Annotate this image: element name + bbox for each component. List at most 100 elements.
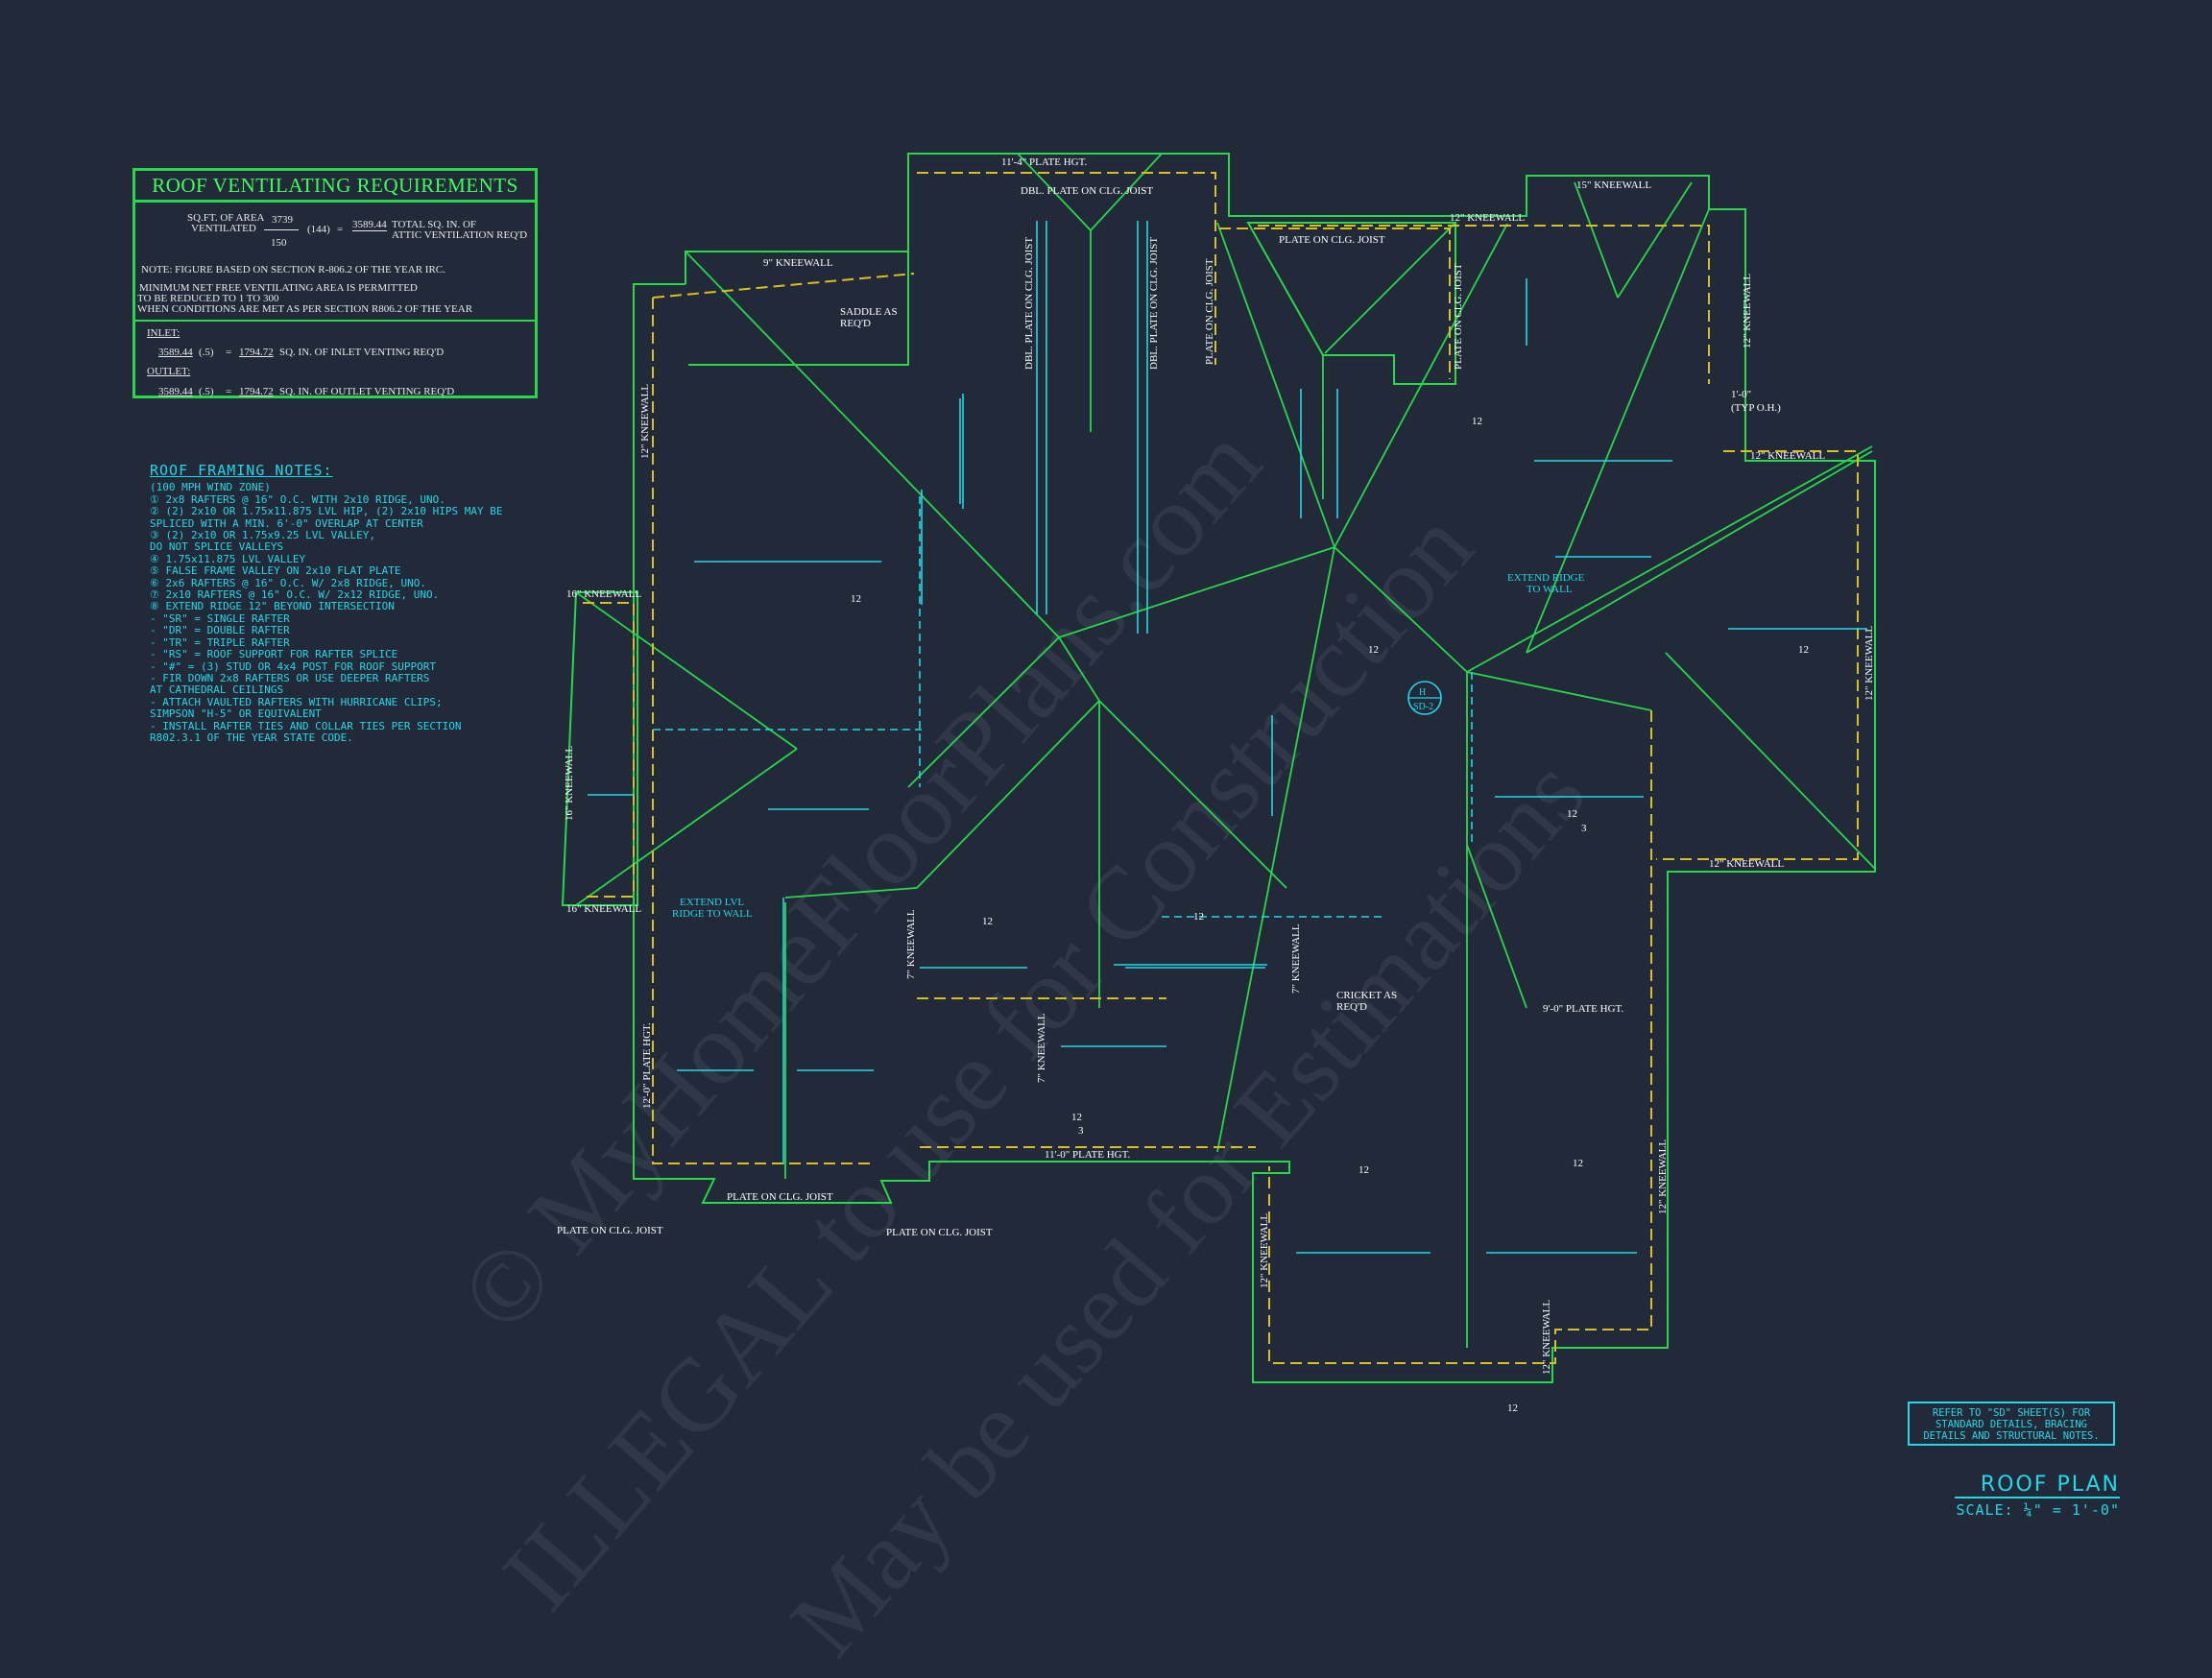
kneewall-label-vertical: 12" KNEEWALL xyxy=(1863,626,1875,701)
note-line: R802.3.1 OF THE YEAR STATE CODE. xyxy=(150,731,353,744)
outlet-label: OUTLET: xyxy=(147,366,191,377)
note-line: ⑥ 2x6 RAFTERS @ 16" O.C. W/ 2x8 RIDGE, U… xyxy=(150,576,427,589)
dbl-plate-label: DBL. PLATE ON CLG. JOIST xyxy=(1021,185,1153,197)
outlet-equals: = xyxy=(226,386,232,397)
rafter-direction-arrows xyxy=(588,278,1867,1254)
detail-tag: H SD-2 xyxy=(1407,681,1442,715)
ventilating-requirements-box: ROOF VENTILATING REQUIREMENTS SQ.FT. OF … xyxy=(132,168,538,398)
plate-label-vertical: 12'-0" PLATE HGT. xyxy=(641,1022,653,1109)
plate-hgt-label: 9'-0" PLATE HGT. xyxy=(1543,1003,1623,1015)
sheet-scale: SCALE: ¼" = 1'-0" xyxy=(1956,1501,2120,1519)
reference-note: REFER TO "SD" SHEET(S) FOR STANDARD DETA… xyxy=(1908,1402,2115,1446)
structural-members xyxy=(653,221,1651,1164)
dbl-plate-vertical: DBL. PLATE ON CLG. JOIST xyxy=(1148,237,1160,370)
saddle-label: SADDLE AS xyxy=(840,306,898,318)
note-line: ③ (2) 2x10 OR 1.75x9.25 LVL VALLEY, xyxy=(150,529,376,542)
detail-tag-bottom: SD-2 xyxy=(1413,702,1433,712)
vent-total-label: TOTAL SQ. IN. OF xyxy=(392,219,477,230)
vent-equals: = xyxy=(337,224,344,235)
pitch-run: 12 xyxy=(1193,911,1204,923)
plate-clg-vertical: PLATE ON CLG. JOIST xyxy=(1453,263,1464,370)
plate-clg-vertical: PLATE ON CLG. JOIST xyxy=(1204,258,1215,365)
pitch-run: 12 xyxy=(1358,1164,1369,1176)
plate-hgt-label: 11'-0" PLATE HGT. xyxy=(1045,1149,1131,1161)
inlet-result: 1794.72 xyxy=(239,347,274,358)
kneewall-label-vertical: 7" KNEEWALL xyxy=(1290,923,1302,994)
vent-divider xyxy=(135,320,535,322)
pitch-run: 12 xyxy=(1567,808,1577,820)
inlet-value: 3589.44 xyxy=(158,347,193,358)
inlet-equals: = xyxy=(226,347,232,358)
inlet-text: SQ. IN. OF INLET VENTING REQ'D xyxy=(279,347,445,358)
note-line: - "TR" = TRIPLE RAFTER xyxy=(150,635,290,649)
inlet-label: INLET: xyxy=(147,327,180,339)
kneewall-labels: 11'-4" PLATE HGT. DBL. PLATE ON CLG. JOI… xyxy=(557,156,1875,1375)
plate-hgt-label: 11'-4" PLATE HGT. xyxy=(1001,156,1088,168)
inlet-factor: (.5) xyxy=(199,347,214,358)
reference-note-line: DETAILS AND STRUCTURAL NOTES. xyxy=(1923,1430,2100,1442)
kneewall-label-vertical: 12" KNEEWALL xyxy=(1742,274,1753,348)
pitch-run: 12 xyxy=(1507,1402,1518,1414)
note-line: - ATTACH VAULTED RAFTERS WITH HURRICANE … xyxy=(150,695,443,708)
vent-ventilated-label: VENTILATED xyxy=(191,223,256,234)
note-line: ⑦ 2x10 RAFTERS @ 16" O.C. W/ 2x12 RIDGE,… xyxy=(150,588,440,602)
kneewall-label: 16" KNEEWALL xyxy=(566,588,641,600)
outlet-result: 1794.72 xyxy=(239,386,274,397)
note-line: ⑤ FALSE FRAME VALLEY ON 2x10 FLAT PLATE xyxy=(150,564,401,578)
outlet-factor: (.5) xyxy=(199,386,214,397)
note-line: DO NOT SPLICE VALLEYS xyxy=(150,540,284,554)
note-line: - "#" = (3) STUD OR 4x4 POST FOR ROOF SU… xyxy=(150,659,437,673)
to-wall-label: TO WALL xyxy=(1527,584,1573,595)
pitch-run: 12 xyxy=(851,593,861,605)
kneewall-label-vertical: 7" KNEEWALL xyxy=(905,909,917,979)
plate-clg-label: PLATE ON CLG. JOIST xyxy=(557,1225,663,1236)
kneewall-label: 15" KNEEWALL xyxy=(1576,180,1651,191)
kneewall-label-vertical: 12" KNEEWALL xyxy=(639,384,651,459)
plate-clg-label: PLATE ON CLG. JOIST xyxy=(1279,234,1385,246)
kneewall-label: 12" KNEEWALL xyxy=(1750,450,1825,462)
kneewall-label-vertical: 12" KNEEWALL xyxy=(1259,1213,1270,1288)
pitch-run: 12 xyxy=(1368,644,1379,656)
kneewall-label-vertical: 16" KNEEWALL xyxy=(564,746,575,821)
vent-note-1: NOTE: FIGURE BASED ON SECTION R-806.2 OF… xyxy=(141,264,445,276)
reference-note-line: REFER TO "SD" SHEET(S) FOR xyxy=(1932,1407,2091,1419)
extend-ridge-label: EXTEND RIDGE xyxy=(1507,572,1585,584)
note-line: ④ 1.75x11.875 LVL VALLEY xyxy=(150,552,306,565)
note-line: ① 2x8 RAFTERS @ 16" O.C. WITH 2x10 RIDGE… xyxy=(150,492,445,506)
pitch-run: 12 xyxy=(1798,644,1809,656)
pitch-symbols: 12 12 12 12 3 12 12 12 12 12 12 12 3 xyxy=(851,416,1809,1414)
saddle-reqd-label: REQ'D xyxy=(840,318,871,329)
pitch-run: 12 xyxy=(1071,1112,1082,1123)
plate-clg-label: PLATE ON CLG. JOIST xyxy=(727,1191,833,1203)
cricket-reqd-label: REQ'D xyxy=(1336,1001,1367,1013)
note-line: - "RS" = ROOF SUPPORT FOR RAFTER SPLICE xyxy=(150,648,398,661)
hip-ridge-lines xyxy=(575,153,1876,1348)
note-line: - INSTALL RAFTER TIES AND COLLAR TIES PE… xyxy=(150,719,462,732)
note-line: AT CATHEDRAL CEILINGS xyxy=(150,683,284,697)
vent-title: ROOF VENTILATING REQUIREMENTS xyxy=(135,171,535,203)
pitch-rise: 3 xyxy=(1581,823,1587,834)
cyan-callouts: EXTEND RIDGE TO WALL EXTEND LVL RIDGE TO… xyxy=(672,572,1585,920)
kneewall-label: 16" KNEEWALL xyxy=(566,903,641,915)
note-line: ⑧ EXTEND RIDGE 12" BEYOND INTERSECTION xyxy=(150,600,395,613)
cricket-label: CRICKET AS xyxy=(1336,990,1397,1001)
extend-lvl-label: EXTEND LVL xyxy=(680,897,744,908)
vent-note-2: MINIMUM NET FREE VENTILATING AREA IS PER… xyxy=(139,282,418,294)
kneewall-label-vertical: 12" KNEEWALL xyxy=(1541,1300,1552,1375)
ridge-to-wall-label: RIDGE TO WALL xyxy=(672,908,753,920)
vent-multiplier: (144) xyxy=(307,224,330,235)
pitch-run: 12 xyxy=(982,916,993,927)
oh-label: 1'-0" xyxy=(1731,389,1751,400)
note-line: - "DR" = DOUBLE RAFTER xyxy=(150,624,290,637)
vent-sqft-label: SQ.FT. OF AREA xyxy=(187,212,265,224)
note-line: - FIR DOWN 2x8 RAFTERS OR USE DEEPER RAF… xyxy=(150,671,430,684)
vent-numerator: 3739 xyxy=(272,214,293,226)
notes-title: ROOF FRAMING NOTES: xyxy=(150,462,333,479)
detail-tag-top: H xyxy=(1419,687,1426,698)
vent-total: 3589.44 xyxy=(352,219,387,231)
kneewall-label: 12" KNEEWALL xyxy=(1450,212,1525,224)
kneewall-label: 9" KNEEWALL xyxy=(763,257,833,269)
pitch-run: 12 xyxy=(1472,416,1482,427)
pitch-run: 12 xyxy=(1573,1158,1583,1169)
